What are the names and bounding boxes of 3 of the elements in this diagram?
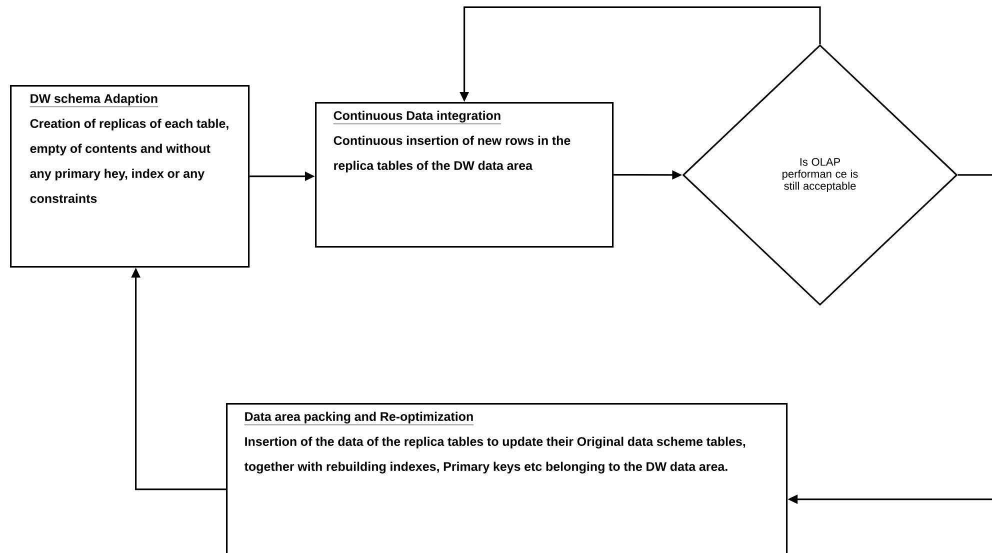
process-box: DW schema Adaption Creation of replicas of each table, empty of contents and without any primary hey, index or any constraints [10,84,250,268]
process-box: Continuous Data integration Continuous insertion of new rows in the replica tables of the DW data area [315,102,614,248]
process-box: Data area packing and Re-optimization Insertion of the data of the replica tables to update their Original data scheme tables, together with rebuilding indexes, Primary keys etc belonging to the DW data area. [226,402,788,553]
